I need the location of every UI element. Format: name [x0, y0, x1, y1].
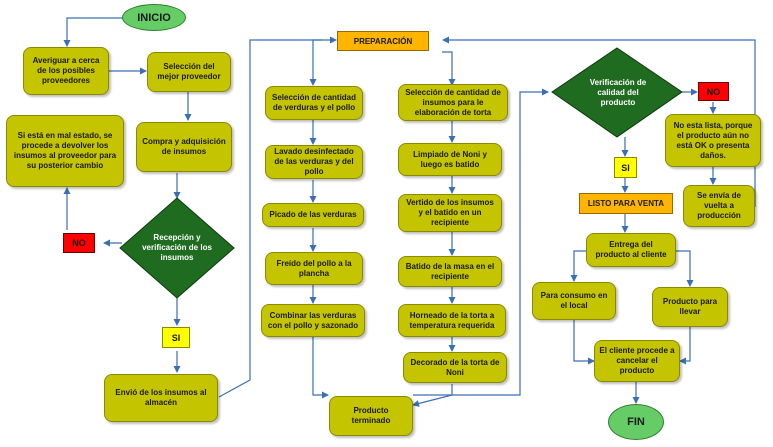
si-right-label: SI: [614, 157, 637, 178]
no-right-label: NO: [698, 82, 729, 101]
start-terminal: INICIO: [122, 4, 186, 31]
no-left-label: NO: [63, 233, 95, 253]
arrow-envio-preparacion: [218, 36, 337, 398]
arrow-combinar-producto: [312, 337, 329, 399]
picado-box: Picado de las verduras: [262, 203, 364, 227]
arrow-inicio-averiguar: [63, 17, 124, 47]
arrow-prep-torta: [442, 51, 456, 86]
compra-insumos-box: Compra y adquisición de insumos: [136, 122, 232, 172]
si-left-label: SI: [162, 327, 190, 348]
producto-terminado-box: Producto terminado: [329, 396, 413, 436]
para-llevar-box: Producto para llevar: [652, 287, 728, 327]
arrow-entrega-llevar: [675, 250, 694, 287]
seleccion-proveedor-box: Selección del mejor proveedor: [147, 52, 231, 92]
verificacion-decision-shape: [551, 47, 683, 138]
averiguar-proveedores-box: Averiguar a cerca de los posibles provee…: [23, 47, 109, 95]
no-lista-box: No esta lista, porque el producto aún no…: [665, 114, 761, 167]
devolver-insumos-box: Si está en mal estado, se procede a devo…: [6, 115, 124, 187]
batido-box: Batido de la masa en el recipiente: [398, 256, 502, 287]
seleccion-verduras-box: Selección de cantidad de verduras y el p…: [265, 86, 363, 120]
arrow-local-cancelar: [573, 320, 595, 365]
entrega-cliente-box: Entrega del producto al cliente: [586, 233, 676, 267]
arrow-prep-verduras: [309, 39, 322, 86]
arrow-llevar-cancelar: [679, 327, 691, 365]
consumo-local-box: Para consumo en el local: [532, 282, 616, 320]
freido-box: Freído del pollo a la plancha: [265, 252, 363, 285]
seleccion-torta-box: Selección de cantidad de insumos para le…: [398, 84, 508, 121]
end-terminal: FIN: [608, 404, 664, 440]
arrow-entrega-local: [570, 250, 586, 282]
vertido-box: Vertido de los insumos y el batido en un…: [398, 194, 502, 232]
arrow-producto-verificacion: [413, 88, 549, 396]
envio-almacen-box: Envió de los insumos al almacén: [104, 374, 218, 422]
horneado-box: Horneado de la torta a temperatura reque…: [398, 304, 506, 337]
listo-venta-header: LISTO PARA VENTA: [579, 193, 673, 214]
verificacion-decision-label: Verificación de calidad del producto: [589, 78, 647, 107]
preparacion-header: PREPARACIÓN: [337, 31, 429, 51]
recepcion-decision-shape: [119, 197, 235, 299]
combinar-box: Combinar las verduras con el pollo y saz…: [261, 304, 365, 337]
cancelar-producto-box: El cliente procede a cancelar el product…: [594, 340, 680, 382]
lavado-box: Lavado desinfectado de las verduras y de…: [265, 145, 363, 179]
recepcion-decision-label: Recepción y verificación de los insumos: [142, 233, 212, 262]
limpiado-box: Limpiado de Noni y luego es batido: [398, 143, 502, 176]
decorado-box: Decorado de la torta de Noni: [403, 352, 507, 383]
envia-vuelta-box: Se envía de vuelta a producción: [683, 185, 755, 227]
